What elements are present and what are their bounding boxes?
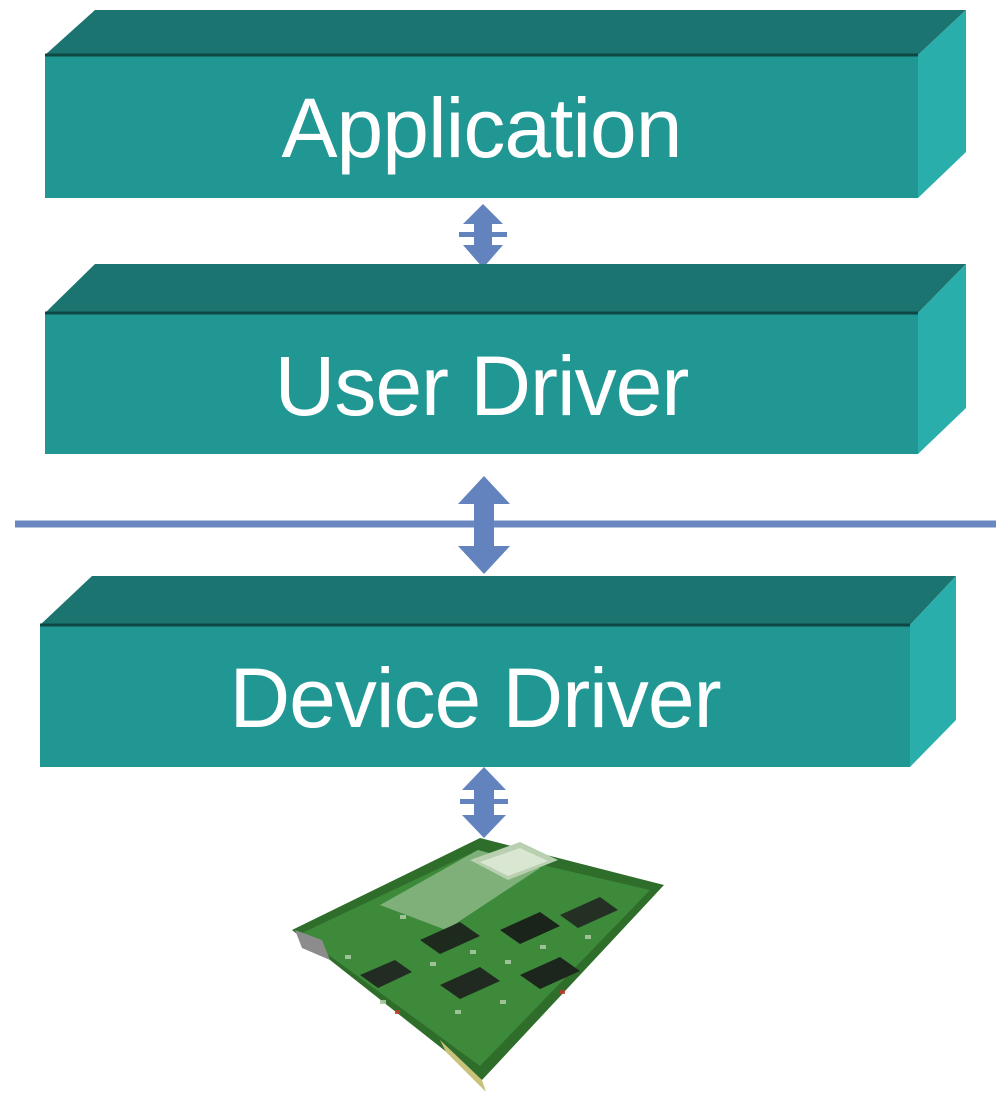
arrow-user-driver-device-driver [458,476,510,574]
application-box-side [918,10,966,198]
device-driver-label: Device Driver [229,651,721,745]
application-label: Application [281,81,683,175]
circuit-board-icon [292,838,664,1092]
device-driver-box-top [40,576,956,625]
arrow-device-driver-hardware [460,767,508,838]
user-driver-box [45,264,966,454]
user-driver-box-side [918,264,966,454]
arrow-application-user-driver [459,204,507,268]
user-driver-box-front [45,313,918,454]
user-driver-label: User Driver [274,339,690,433]
user-driver-box-top [45,264,966,313]
application-box [45,10,966,198]
device-driver-box [40,576,956,767]
device-driver-box-side [910,576,956,767]
device-driver-box-front [40,625,910,767]
application-box-top [45,10,966,55]
application-box-front [45,55,918,198]
